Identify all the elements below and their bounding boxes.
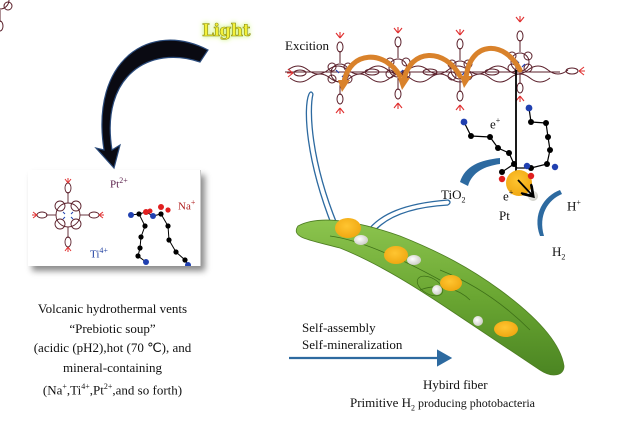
- oxygen-atom: [527, 172, 535, 180]
- porphyrin-substituents: [287, 16, 585, 114]
- fiber-nanoparticles: [335, 218, 518, 337]
- ti-ion-label: Ti4+: [90, 246, 108, 261]
- electron-label-upper: e+: [490, 116, 501, 132]
- hybird-fiber-label: Hybird fiber: [423, 377, 488, 392]
- pt-ion-label: Pt2+: [110, 176, 128, 191]
- callout-excition-to-fiber: [305, 91, 338, 227]
- prebiotic-caption: Volcanic hydrothermal vents “Prebiotic s…: [10, 299, 215, 400]
- caption-line-2: “Prebiotic soup”: [69, 320, 156, 336]
- self-mineralization-label: Self-mineralization: [302, 337, 403, 352]
- caption-line-4: mineral-containing: [63, 359, 162, 375]
- exciton-hop-arrows: [341, 45, 523, 85]
- proton-label: H+: [567, 198, 581, 214]
- electron-label-lower: e+: [503, 188, 514, 204]
- electron-to-proton-arrow: [517, 179, 532, 195]
- exciton-hop-arrowheads: [338, 76, 472, 92]
- hydrogen-label: H2: [552, 244, 566, 262]
- porphyrin-monomer: [36, 182, 100, 248]
- self-assembly-label: Self-assembly: [302, 320, 376, 335]
- caption-line-1: Volcanic hydrothermal vents: [37, 301, 188, 316]
- peptide-atoms-right: [460, 104, 559, 183]
- caption-line-5: (Na+,Ti4+,Pt2+,and so forth): [42, 382, 183, 398]
- caption-line-3: (acidic (pH2),hot (70 ℃), and: [33, 340, 192, 355]
- tio2-label: TiO2: [441, 187, 466, 205]
- na-ion-label: Na+: [178, 198, 196, 213]
- photobacteria-label: Primitive H2 producing photobacteria: [350, 395, 535, 413]
- light-label: Light: [202, 21, 251, 42]
- porphyrin-array: [0, 0, 579, 105]
- tio2-blue-arc: [460, 158, 500, 186]
- hybrid-fiber: [295, 219, 565, 376]
- light-curved-arrow: [94, 39, 209, 170]
- prebiotic-soup-panel: Pt2+ Na+ Ti4+: [28, 170, 201, 266]
- hydrogen-evolution-arc: [537, 190, 562, 236]
- pt-label: Pt: [499, 208, 510, 223]
- panel-molecules: [32, 178, 191, 266]
- excition-label: Excition: [285, 38, 330, 53]
- peptide-chains-right: [463, 107, 551, 173]
